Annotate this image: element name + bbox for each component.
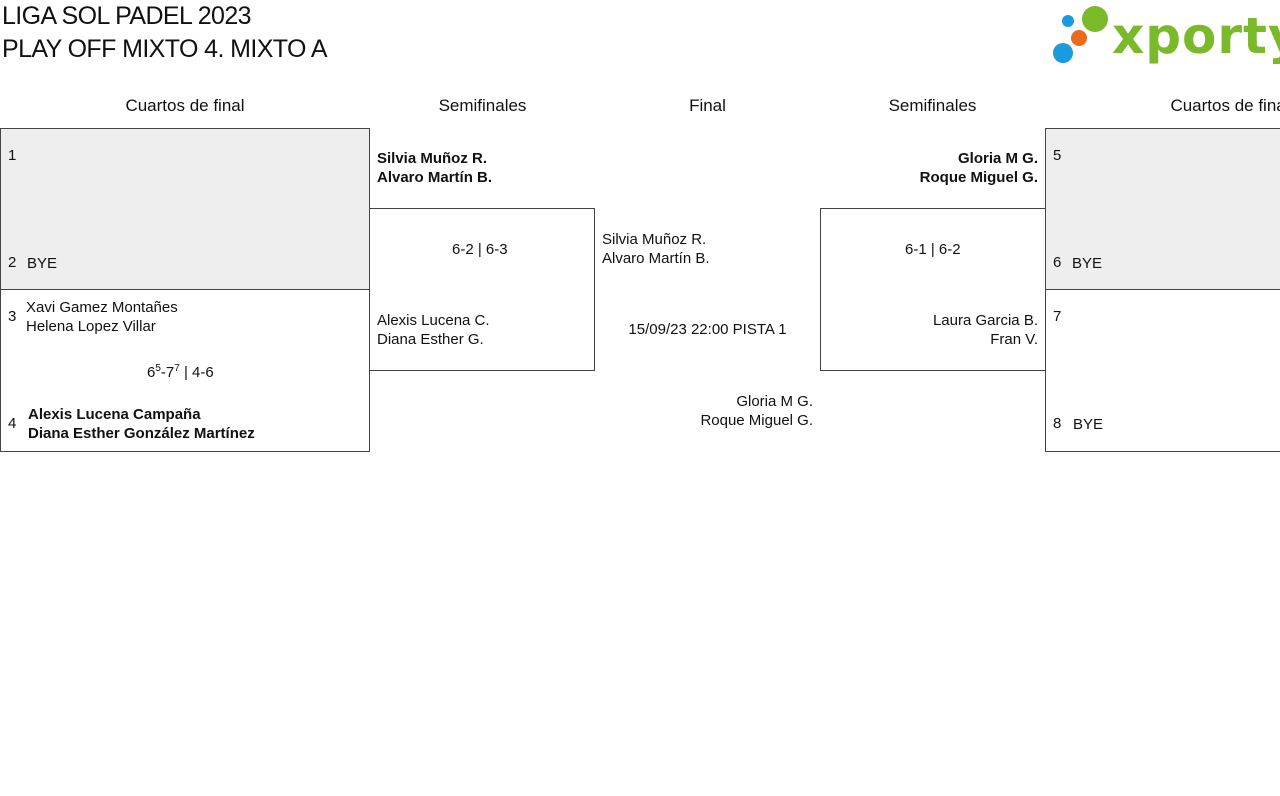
player-name: Laura Garcia B. [932,312,1038,329]
bye-label: BYE [1072,255,1103,272]
player-name: Alexis Lucena Campaña [28,406,201,423]
seed-number: 7 [1053,308,1062,325]
team-name-winner: Silvia Muñoz R. Alvaro Martín B. [377,149,492,187]
player-name: Silvia Muñoz R. [377,150,488,167]
seed-number: 5 [1053,147,1062,164]
team-name: Gloria M G. Roque Miguel G. [595,392,813,430]
bye-label: BYE [1073,416,1104,433]
page-subtitle: PLAY OFF MIXTO 4. MIXTO A [2,35,328,63]
player-name: Roque Miguel G. [700,412,813,429]
seed-number: 8 [1053,415,1062,432]
player-name: Fran V. [990,331,1038,348]
header-left-semifinals: Semifinales [438,96,527,115]
match-box-qf2: 3 Xavi Gamez Montañes Helena Lopez Villa… [0,289,370,452]
match-box-sf-left: 6-2 | 6-3 Alexis Lucena C. Diana Esther … [369,208,595,371]
player-name: Silvia Muñoz R. [602,231,707,248]
player-name: Diana Esther G. [377,331,484,348]
player-name: Diana Esther González Martínez [28,425,255,442]
match-box-qf1: 1 2 BYE [0,128,370,290]
match-score: 6-2 | 6-3 [452,241,508,258]
player-name: Helena Lopez Villar [26,318,156,335]
header-left-quarterfinals: Cuartos de final [125,96,245,115]
header-right-semifinals: Semifinales [888,96,977,115]
team-name: Silvia Muñoz R. Alvaro Martín B. [602,230,710,268]
header-right-quarterfinals: Cuartos de final [1170,96,1280,115]
score-value: -7 [160,364,175,381]
player-name: Alexis Lucena C. [377,312,490,329]
score-value: | 4-6 [179,364,214,381]
page-title: LIGA SOL PADEL 2023 [2,2,252,30]
match-box-sf-right: 6-1 | 6-2 Laura Garcia B. Fran V. [820,208,1046,371]
seed-number: 6 [1053,254,1062,271]
seed-number: 2 [8,254,17,271]
seed-number: 4 [8,415,17,432]
player-name: Gloria M G. [736,393,813,410]
team-name-winner: Gloria M G. Roque Miguel G. [820,149,1038,187]
player-name: Roque Miguel G. [919,169,1038,186]
team-name: Alexis Lucena C. Diana Esther G. [377,311,490,349]
match-box-qf4: 7 8 BYE [1045,289,1280,452]
xporty-logo: xporty [1050,4,1280,68]
logo-text: xporty [1112,7,1280,65]
tiebreak-value: 5 [155,363,161,374]
match-score: 65-77 | 4-6 [147,363,214,381]
seed-number: 3 [8,308,17,325]
player-name: Gloria M G. [957,150,1038,167]
player-name: Alvaro Martín B. [377,169,493,186]
match-box-qf3: 5 6 BYE [1045,128,1280,290]
match-schedule: 15/09/23 22:00 PISTA 1 [628,321,787,338]
score-value: 6 [147,364,156,381]
team-name: Laura Garcia B. Fran V. [821,311,1038,349]
player-name: Xavi Gamez Montañes [26,299,178,316]
header-final: Final [689,96,726,115]
tiebreak-value: 7 [174,363,180,374]
seed-number: 1 [8,147,17,164]
team-name: Xavi Gamez Montañes Helena Lopez Villar [26,298,178,336]
logo-dots-icon [1053,6,1108,63]
player-name: Alvaro Martín B. [602,250,710,267]
bye-label: BYE [27,255,58,272]
match-score: 6-1 | 6-2 [905,241,961,258]
team-name-winner: Alexis Lucena Campaña Diana Esther Gonzá… [28,405,255,443]
